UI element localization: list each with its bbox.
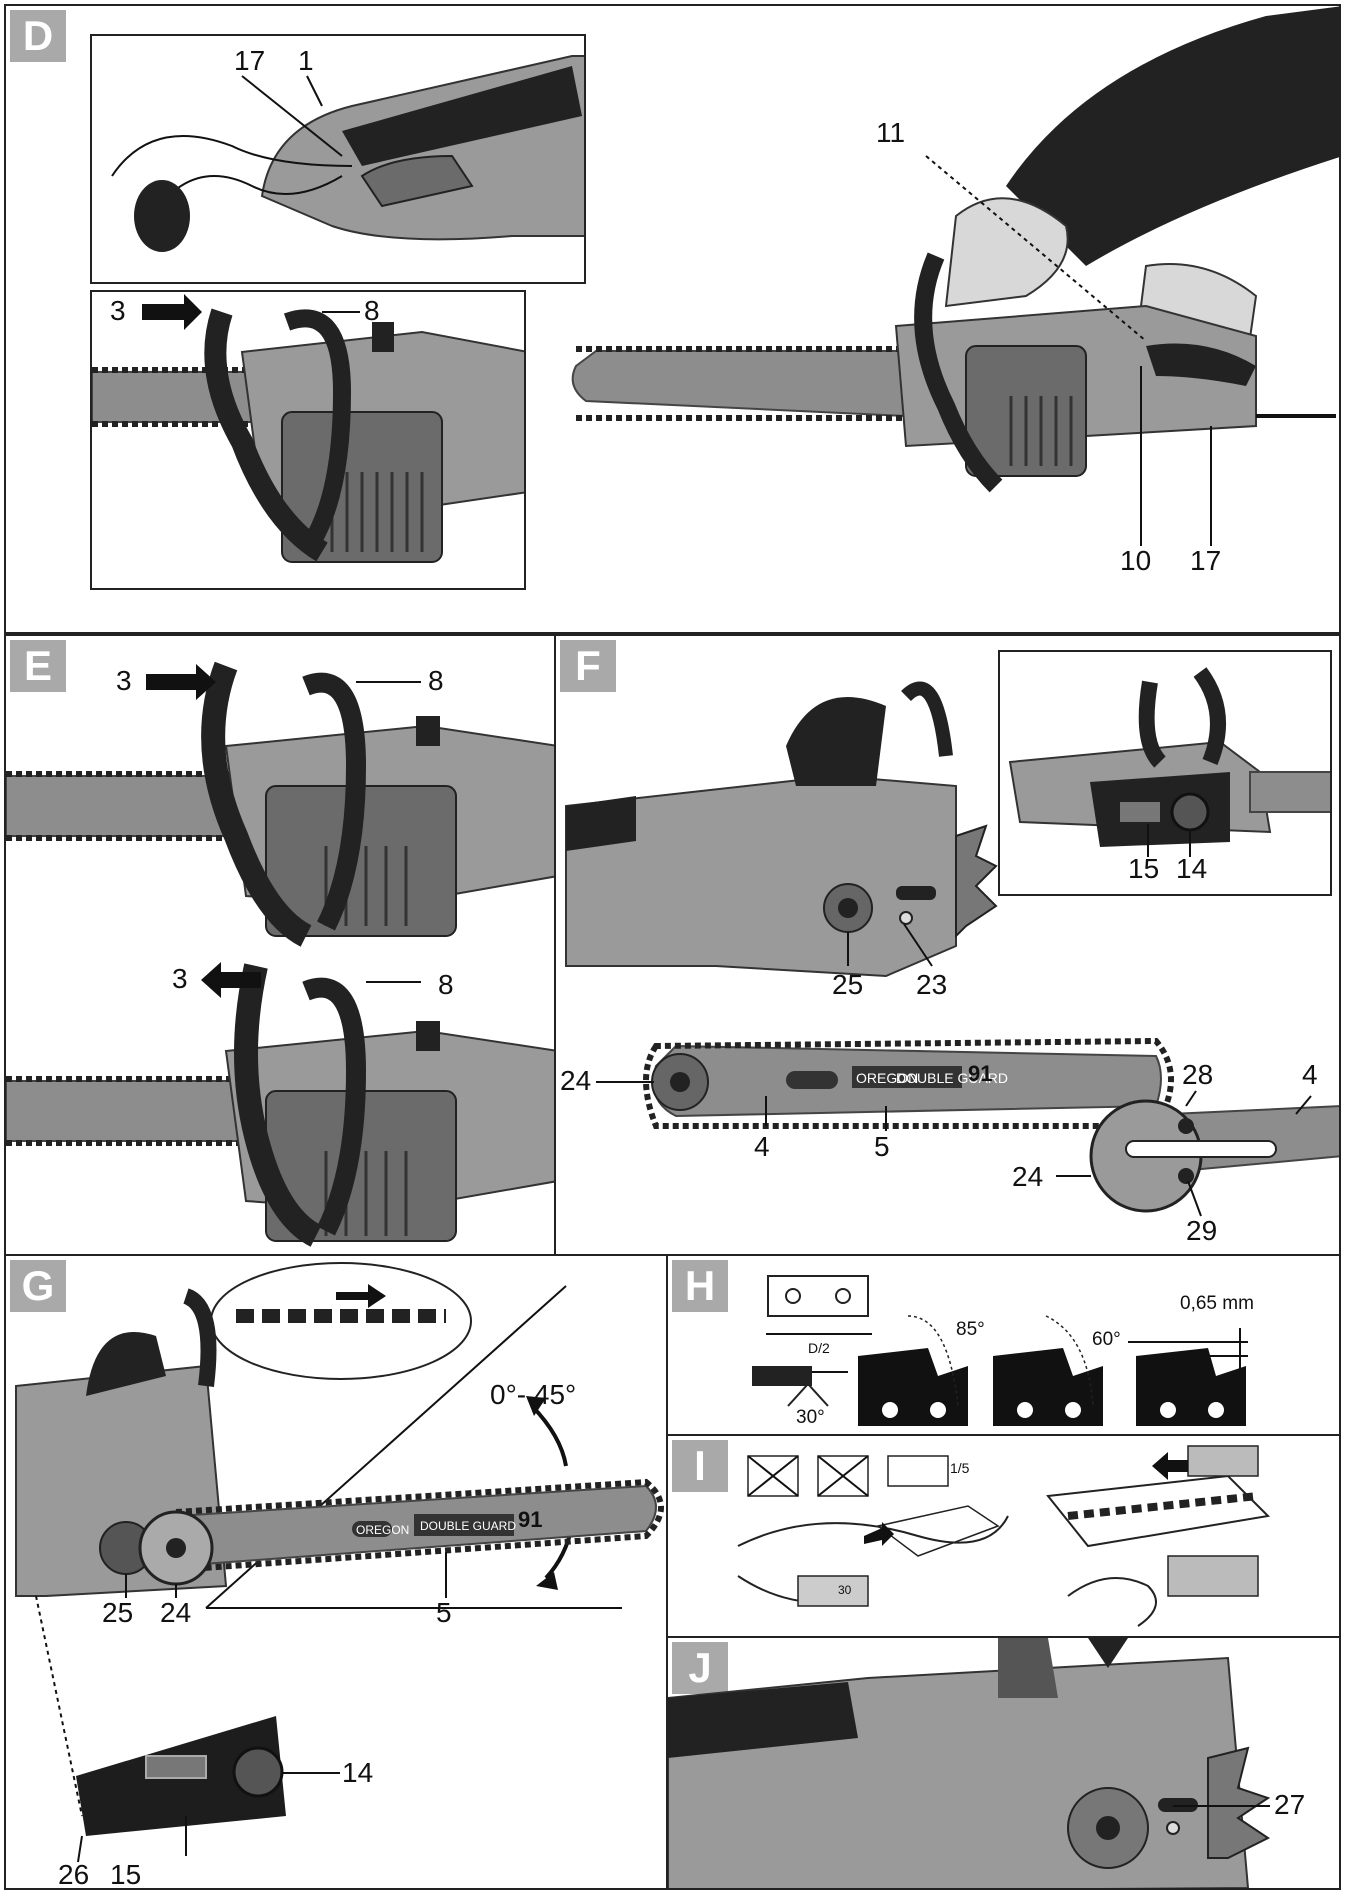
label-11: 11	[876, 117, 906, 148]
panel-letter-e: E	[10, 640, 66, 692]
panel-letter-j: J	[672, 1642, 728, 1694]
angle-30: 30°	[796, 1407, 825, 1428]
label-8-top: 8	[428, 665, 444, 696]
label-3: 3	[110, 295, 126, 326]
label-27: 27	[1274, 1789, 1306, 1820]
panel-letter-i: I	[672, 1440, 728, 1492]
filing-technique-illustration	[737, 1445, 1271, 1627]
label-23: 23	[916, 969, 948, 1000]
angle-85: 85°	[956, 1319, 985, 1340]
panel-h: H D/2 30° 85° 60° 0,65 mm	[666, 1254, 1341, 1436]
bar-model-f: DOUBLE GUARD	[896, 1070, 1009, 1086]
label-4-detail: 4	[1302, 1059, 1318, 1090]
panel-e: E 3 8 3 8	[4, 634, 556, 1256]
chain-tension-illustration	[15, 1262, 664, 1863]
label-1: 1	[298, 45, 314, 76]
bar-mounting-illustration	[565, 681, 1339, 1217]
panel-letter-g: G	[10, 1260, 66, 1312]
label-4: 4	[754, 1131, 770, 1162]
oil-outlet-illustration	[668, 1638, 1271, 1888]
label-28: 28	[1182, 1059, 1214, 1090]
inset-rear-handle: 17 1	[90, 34, 586, 284]
panel-f: F 15 14	[554, 634, 1341, 1256]
label-17: 17	[234, 45, 266, 76]
inset-chain-brake: 3 8	[90, 290, 526, 590]
label-17-main: 17	[1190, 545, 1222, 576]
label-5-g: 5	[436, 1597, 452, 1628]
chain-brake-positions-illustration	[6, 661, 554, 1247]
bar-model-g: DOUBLE GUARD	[420, 1519, 517, 1533]
label-29: 29	[1186, 1215, 1218, 1246]
label-3-bottom: 3	[172, 963, 188, 994]
file-angle-label: 30	[838, 1583, 852, 1597]
label-25-g: 25	[102, 1597, 134, 1628]
label-24: 24	[560, 1065, 592, 1096]
depth-gauge-label: 0,65 mm	[1180, 1293, 1254, 1314]
label-24-g: 24	[160, 1597, 192, 1628]
panel-i: I 1/5 30	[666, 1434, 1341, 1638]
label-15-inset: 15	[1128, 853, 1160, 884]
bar-number-g: 91	[518, 1507, 543, 1532]
label-26-g: 26	[58, 1859, 90, 1890]
label-15-g: 15	[110, 1859, 142, 1890]
label-14-g: 14	[342, 1757, 374, 1788]
inset-sprocket-cover: 15 14	[998, 650, 1332, 896]
label-10: 10	[1120, 545, 1152, 576]
label-8: 8	[364, 295, 380, 326]
rear-handle-illustration	[111, 55, 584, 252]
bar-number-f: 91	[968, 1061, 993, 1086]
panel-j: J 27	[666, 1636, 1341, 1890]
fraction-label-h: D/2	[808, 1340, 830, 1356]
panel-letter-f: F	[560, 640, 616, 692]
chainsaw-held-illustration	[571, 6, 1339, 546]
bar-brand-f: OREGON	[856, 1070, 919, 1086]
label-3-top: 3	[116, 665, 132, 696]
panel-g: G OREGON DOUBLE GUARD 9	[4, 1254, 668, 1890]
bar-brand-g: OREGON	[356, 1523, 410, 1537]
label-8-bottom: 8	[438, 969, 454, 1000]
fraction-label-i: 1/5	[950, 1460, 970, 1476]
label-25: 25	[832, 969, 864, 1000]
sharpening-angles-illustration	[752, 1275, 1248, 1426]
label-5: 5	[874, 1131, 890, 1162]
angle-60: 60°	[1092, 1329, 1121, 1350]
sprocket-cover-illustration	[1008, 667, 1330, 857]
angle-range-label: 0°- 45°	[490, 1379, 577, 1410]
chain-brake-illustration	[92, 294, 524, 563]
label-14-inset: 14	[1176, 853, 1208, 884]
panel-letter-d: D	[10, 10, 66, 62]
label-24-detail: 24	[1012, 1161, 1044, 1192]
panel-d: D 17 1	[4, 4, 1341, 634]
panel-letter-h: H	[672, 1260, 728, 1312]
